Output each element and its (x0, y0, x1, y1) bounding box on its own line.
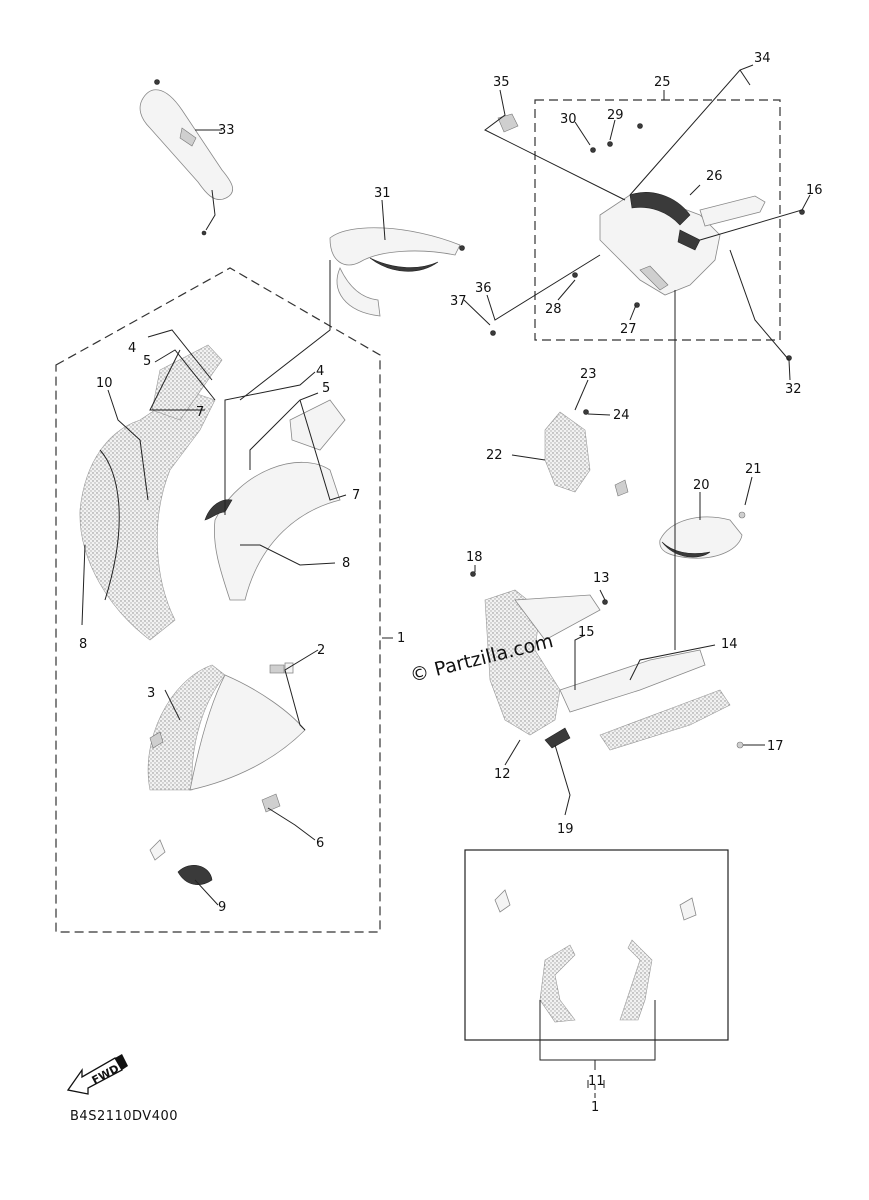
fwd-arrow-icon: FWD (66, 1054, 128, 1095)
callout-4-right: 4 (316, 364, 324, 379)
callout-13: 13 (593, 571, 610, 586)
callout-26: 26 (706, 169, 723, 184)
callout-18: 18 (466, 550, 483, 565)
callout-32: 32 (785, 382, 802, 397)
assembly-25-dashed-outline (534, 99, 781, 341)
callout-7: 7 (196, 405, 204, 420)
part-33-mirror[interactable] (139, 79, 234, 236)
part-20-horn[interactable] (614, 479, 746, 559)
callout-9: 9 (218, 900, 226, 915)
leader-lines (81, 64, 811, 1098)
callout-7-right: 7 (352, 488, 360, 503)
callout-17: 17 (767, 739, 784, 754)
callout-15: 15 (578, 625, 595, 640)
callout-5: 5 (143, 354, 151, 369)
callout-14: 14 (721, 637, 738, 652)
callout-35: 35 (493, 75, 510, 90)
part-6-clip[interactable] (261, 793, 281, 813)
callout-8-right: 8 (342, 556, 350, 571)
callout-37: 37 (450, 294, 467, 309)
part-31-duct[interactable] (329, 227, 465, 317)
callout-8-left: 8 (79, 637, 87, 652)
callout-16: 16 (806, 183, 823, 198)
callout-29: 29 (607, 108, 624, 123)
callout-36: 36 (475, 281, 492, 296)
callout-1: 1 (397, 631, 405, 646)
callout-5-right: 5 (322, 381, 330, 396)
part-9-cover[interactable] (149, 839, 213, 885)
callout-11: 11 (588, 1074, 605, 1089)
part-35-bolt[interactable] (497, 113, 519, 133)
callout-27: 27 (620, 322, 637, 337)
part-inner-panel[interactable] (204, 399, 346, 601)
callout-4: 4 (128, 341, 136, 356)
callout-34: 34 (754, 51, 771, 66)
callout-1-inset: 1 (591, 1100, 599, 1115)
callout-10: 10 (96, 376, 113, 391)
part-26-bracket[interactable] (599, 192, 766, 296)
part-2-bolt[interactable] (269, 662, 294, 674)
callout-28: 28 (545, 302, 562, 317)
callout-20: 20 (693, 478, 710, 493)
callout-31: 31 (374, 186, 391, 201)
callout-21: 21 (745, 462, 762, 477)
diagram-code: B4S2110DV400 (70, 1109, 178, 1124)
part-side-cowl-left[interactable] (79, 344, 223, 641)
assembly-1-dashed-outline (55, 267, 381, 933)
part-12-front-stay[interactable] (470, 571, 744, 751)
callout-25: 25 (654, 75, 671, 90)
inset-detail-box (464, 849, 729, 1041)
callout-33: 33 (218, 123, 235, 138)
callout-6: 6 (316, 836, 324, 851)
callout-12: 12 (494, 767, 511, 782)
callout-2: 2 (317, 643, 325, 658)
callout-30: 30 (560, 112, 577, 127)
callout-22: 22 (486, 448, 503, 463)
callout-3: 3 (147, 686, 155, 701)
part-3-windscreen[interactable] (147, 664, 306, 791)
part-fasteners-25[interactable] (490, 123, 805, 361)
callout-24: 24 (613, 408, 630, 423)
part-11-inset-detail[interactable] (494, 889, 697, 1061)
callout-labels: 33 31 4 5 7 10 4 5 7 8 8 1 2 3 6 9 35 34… (79, 51, 823, 1115)
callout-23: 23 (580, 367, 597, 382)
callout-19: 19 (557, 822, 574, 837)
part-22-light[interactable] (544, 409, 591, 493)
